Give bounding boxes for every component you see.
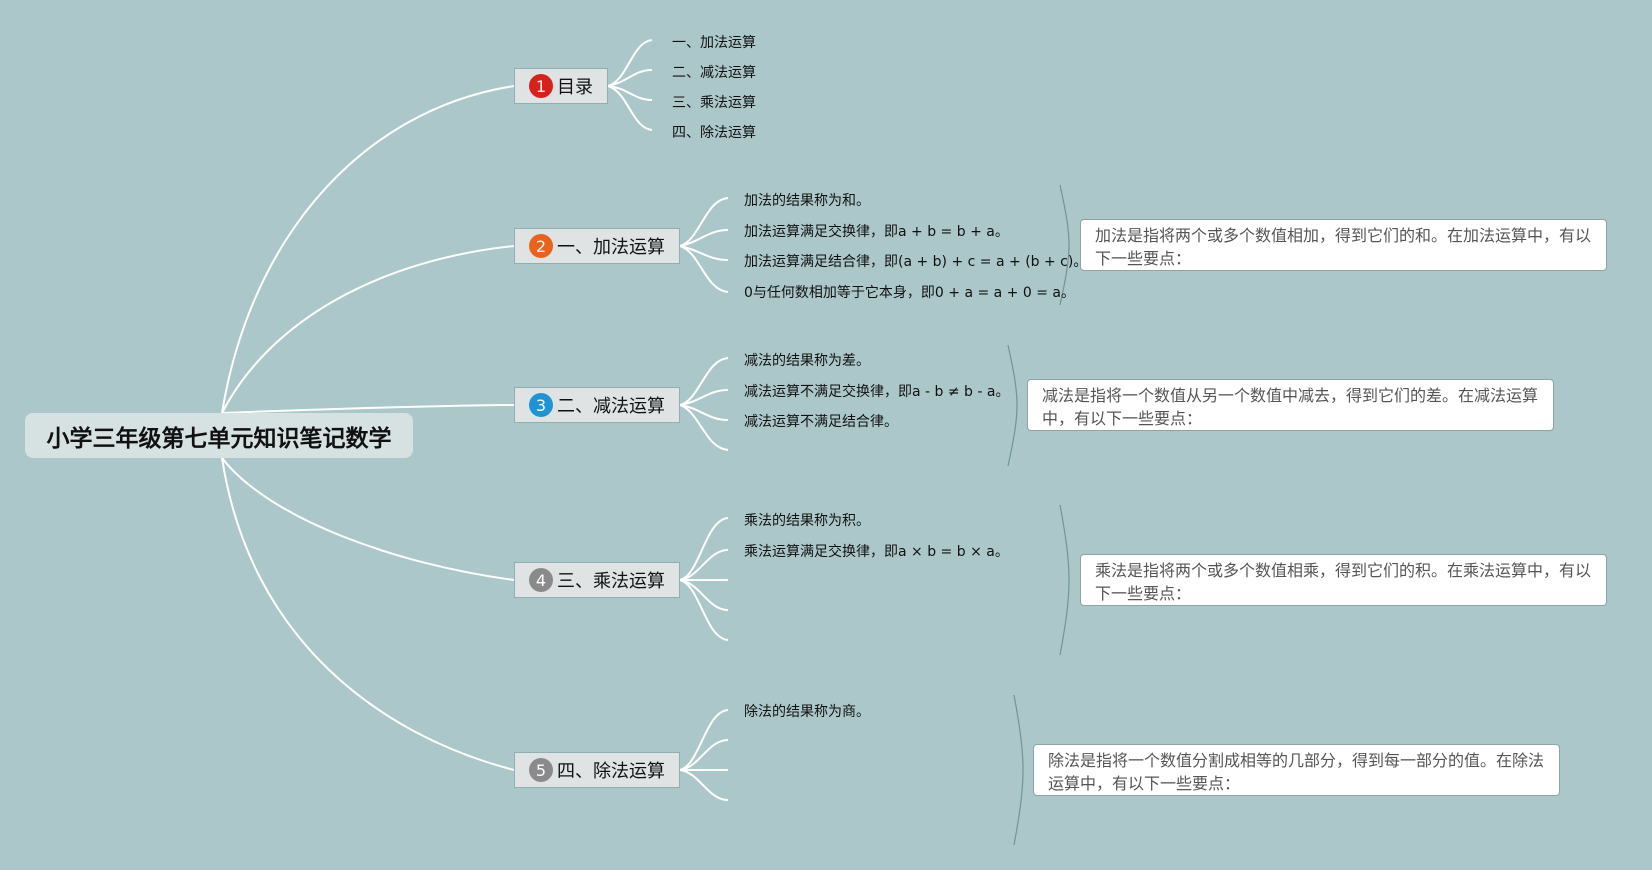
priority-5-badge: 5 — [529, 758, 553, 782]
leaf-item[interactable]: 加法运算满足交换律，即a + b = b + a。 — [744, 224, 1009, 240]
leaf-item[interactable]: 一、加法运算 — [672, 35, 756, 51]
note-division[interactable]: 除法是指将一个数值分割成相等的几部分，得到每一部分的值。在除法运算中，有以下一些… — [1033, 744, 1560, 796]
branch-division[interactable]: 5 四、除法运算 — [514, 752, 680, 788]
priority-4-badge: 4 — [529, 568, 553, 592]
leaf-item[interactable]: 四、除法运算 — [672, 125, 756, 141]
branch-label: 一、加法运算 — [557, 237, 665, 258]
note-multiplication[interactable]: 乘法是指将两个或多个数值相乘，得到它们的积。在乘法运算中，有以下一些要点： — [1080, 554, 1607, 606]
note-subtraction[interactable]: 减法是指将一个数值从另一个数值中减去，得到它们的差。在减法运算中，有以下一些要点… — [1027, 379, 1554, 431]
leaf-item[interactable]: 加法的结果称为和。 — [744, 193, 870, 209]
branch-subtraction[interactable]: 3 二、减法运算 — [514, 387, 680, 423]
leaf-item[interactable]: 二、减法运算 — [672, 65, 756, 81]
leaf-item[interactable]: 减法运算不满足结合律。 — [744, 414, 898, 430]
branch-addition[interactable]: 2 一、加法运算 — [514, 228, 680, 264]
leaf-item[interactable]: 加法运算满足结合律，即(a + b) + c = a + (b + c)。 — [744, 254, 1088, 270]
branch-multiplication[interactable]: 4 三、乘法运算 — [514, 562, 680, 598]
branch-toc[interactable]: 1 目录 — [514, 68, 608, 104]
leaf-item[interactable]: 减法的结果称为差。 — [744, 353, 870, 369]
priority-2-badge: 2 — [529, 234, 553, 258]
leaf-item[interactable]: 0与任何数相加等于它本身，即0 + a = a + 0 = a。 — [744, 285, 1075, 301]
leaf-item[interactable]: 三、乘法运算 — [672, 95, 756, 111]
branch-label: 二、减法运算 — [557, 396, 665, 417]
leaf-item[interactable]: 乘法运算满足交换律，即a × b = b × a。 — [744, 544, 1009, 560]
central-topic[interactable]: 小学三年级第七单元知识笔记数学 — [25, 413, 413, 458]
priority-1-badge: 1 — [529, 74, 553, 98]
leaf-item[interactable]: 减法运算不满足交换律，即a - b ≠ b - a。 — [744, 384, 1010, 400]
note-addition[interactable]: 加法是指将两个或多个数值相加，得到它们的和。在加法运算中，有以下一些要点： — [1080, 219, 1607, 271]
priority-3-badge: 3 — [529, 393, 553, 417]
leaf-item[interactable]: 乘法的结果称为积。 — [744, 513, 870, 529]
branch-label: 三、乘法运算 — [557, 571, 665, 592]
branch-label: 四、除法运算 — [557, 761, 665, 782]
branch-label: 目录 — [557, 77, 593, 98]
leaf-item[interactable]: 除法的结果称为商。 — [744, 704, 870, 720]
